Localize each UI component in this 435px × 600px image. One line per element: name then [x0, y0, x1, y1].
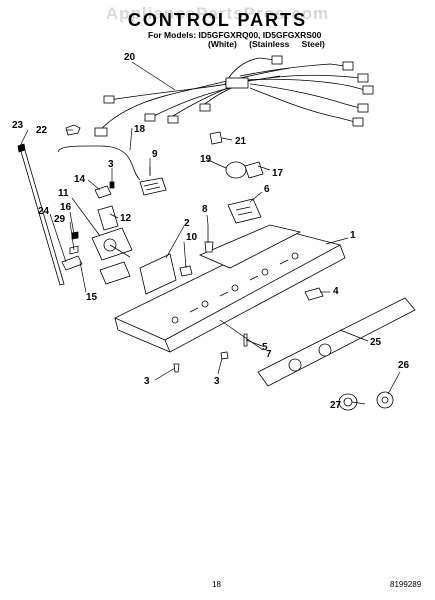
callout-17: 17: [272, 168, 284, 179]
callout-24: 24: [38, 206, 50, 217]
callout-12: 12: [120, 213, 132, 224]
callout-19: 19: [200, 154, 212, 165]
page-number: 18: [212, 580, 221, 589]
leader-lines: [19, 61, 401, 405]
damper-control: [139, 167, 167, 196]
callout-14: 14: [74, 174, 86, 185]
page-title: CONTROL PARTS: [127, 10, 308, 30]
callout-6: 6: [264, 184, 270, 195]
callout-15: 15: [86, 292, 98, 303]
callout-5: 5: [262, 342, 268, 353]
document-number: 8199289: [390, 580, 422, 589]
callout-18: 18: [134, 124, 146, 135]
callout-3-right: 3: [214, 376, 220, 387]
callout-16: 16: [60, 202, 72, 213]
callout-1: 1: [350, 230, 356, 241]
callout-9: 9: [152, 149, 158, 160]
watermark: AppliancePartsPros.com: [105, 4, 330, 23]
front-panel: [257, 297, 416, 387]
thermostat-assembly: [61, 181, 133, 285]
wire-harness: [94, 55, 374, 137]
callout-7: 7: [266, 349, 272, 360]
callout-3-top: 3: [108, 159, 114, 170]
tube-18: [57, 145, 141, 181]
callout-3-left: 3: [144, 376, 150, 387]
callout-4: 4: [333, 286, 339, 297]
control-housing: [114, 224, 346, 353]
clip-21: [209, 131, 223, 145]
callout-20: 20: [124, 52, 136, 63]
light-socket: [227, 198, 262, 224]
control-knobs: [338, 391, 394, 411]
callout-2: 2: [184, 218, 190, 229]
strip-23: [17, 143, 65, 286]
callout-10: 10: [186, 232, 198, 243]
callout-27: 27: [330, 400, 342, 411]
bracket-4: [304, 287, 324, 301]
callout-25: 25: [370, 337, 382, 348]
callout-26: 26: [398, 360, 410, 371]
model-list: For Models: ID5GFGXRQ00, ID5GFGXRS00: [148, 30, 322, 40]
light-bulb: [225, 161, 264, 179]
callout-23: 23: [12, 120, 24, 131]
mounting-bracket: [139, 253, 193, 295]
model-variants: (White) (Stainless Steel): [208, 39, 325, 49]
callout-8: 8: [202, 204, 208, 215]
screws-bottom: [173, 333, 248, 373]
callout-labels: 20 18 22 23 21 9 3 19 17 14 6 11 16 8 24…: [12, 52, 410, 411]
callout-22: 22: [36, 125, 48, 136]
screw-8: [204, 225, 214, 253]
callout-11: 11: [58, 188, 69, 199]
callout-21: 21: [235, 136, 247, 147]
callout-29: 29: [54, 214, 66, 225]
